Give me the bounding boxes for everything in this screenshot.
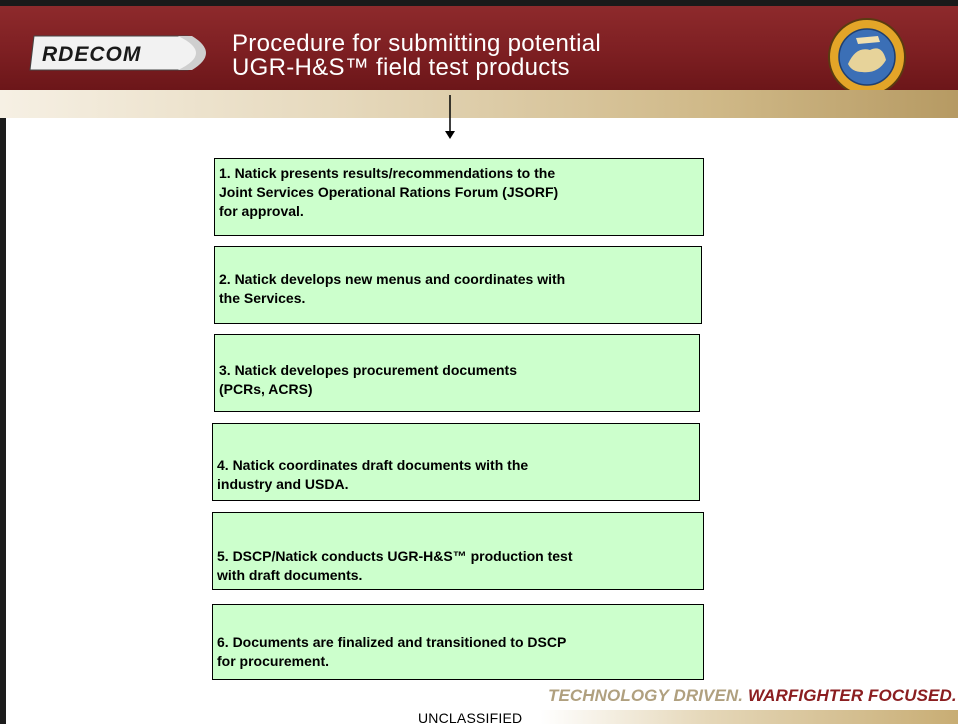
step-1-line-2: Joint Services Operational Rations Forum… [219, 184, 559, 200]
natick-seal-icon [828, 18, 906, 96]
classification-label: UNCLASSIFIED [418, 710, 523, 726]
step-5-line-1: 5. DSCP/Natick conducts UGR-H&S™ product… [217, 548, 573, 564]
header-bar: RDECOM Procedure for submitting potentia… [0, 0, 958, 96]
step-3-line-1: 3. Natick developes procurement document… [219, 362, 517, 378]
step-box-6: 6. Documents are finalized and transitio… [212, 604, 704, 680]
step-2-line-2: the Services. [219, 290, 306, 306]
rdecom-logo: RDECOM [29, 35, 206, 71]
footer-tagline: TECHNOLOGY DRIVEN. WARFIGHTER FOCUSED. [548, 686, 957, 706]
step-box-3: 3. Natick developes procurement document… [214, 334, 700, 412]
step-6-line-1: 6. Documents are finalized and transitio… [217, 634, 567, 650]
flow-arrow-icon [445, 95, 455, 139]
page-title: Procedure for submitting potential UGR-H… [232, 32, 792, 80]
step-box-5: 5. DSCP/Natick conducts UGR-H&S™ product… [212, 512, 704, 590]
step-4-line-1: 4. Natick coordinates draft documents wi… [217, 457, 529, 473]
step-2-line-1: 2. Natick develops new menus and coordin… [219, 271, 566, 287]
tagline-warfighter: WARFIGHTER FOCUSED. [743, 686, 957, 705]
tagline-technology: TECHNOLOGY DRIVEN. [548, 686, 744, 705]
step-1-line-1: 1. Natick presents results/recommendatio… [219, 165, 556, 181]
title-line-1: Procedure for submitting potential [232, 30, 602, 57]
step-box-1: 1. Natick presents results/recommendatio… [214, 158, 704, 236]
svg-text:RDECOM: RDECOM [42, 43, 141, 66]
step-6-line-2: for procurement. [217, 653, 330, 669]
step-1-line-3: for approval. [219, 203, 304, 219]
step-4-line-2: industry and USDA. [217, 476, 349, 492]
step-3-line-2: (PCRs, ACRS) [219, 381, 313, 397]
step-5-line-2: with draft documents. [217, 567, 363, 583]
step-box-4: 4. Natick coordinates draft documents wi… [212, 423, 700, 501]
title-line-2: UGR-H&S™ field test products [232, 54, 570, 81]
left-border [0, 118, 6, 724]
header-gold-band [0, 90, 958, 118]
step-box-2: 2. Natick develops new menus and coordin… [214, 246, 702, 324]
footer-gold-bar [540, 710, 958, 724]
